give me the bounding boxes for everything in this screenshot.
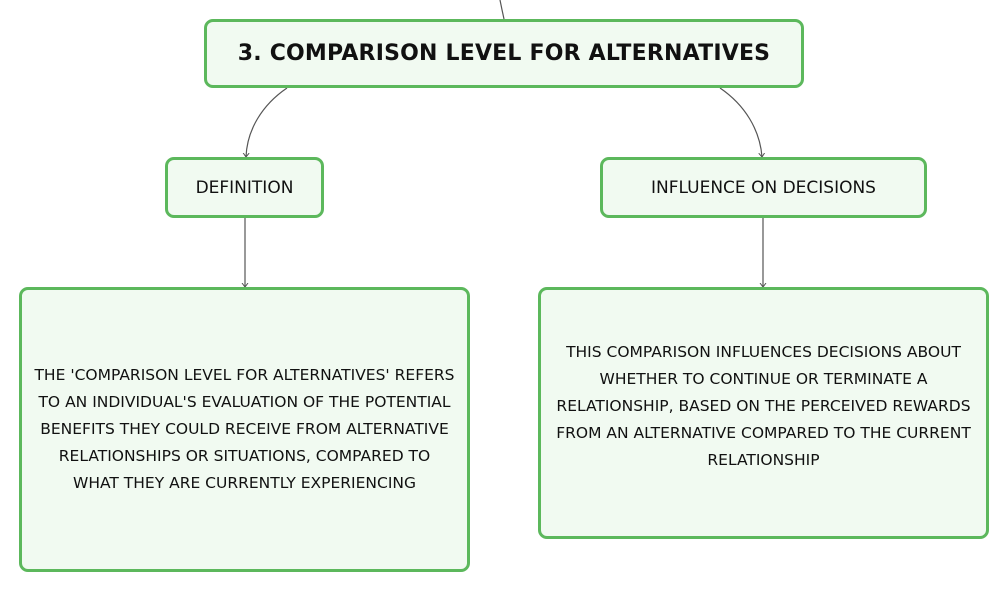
root-topic-label: 3. COMPARISON LEVEL FOR ALTERNATIVES <box>237 41 771 66</box>
connector-root-to-definition <box>246 87 288 157</box>
definition-detail-text: THE 'COMPARISON LEVEL FOR ALTERNATIVES' … <box>34 366 455 492</box>
influence-on-decisions-topic-node[interactable]: INFLUENCE ON DECISIONS <box>600 157 927 218</box>
influence-topic-label: INFLUENCE ON DECISIONS <box>651 177 876 198</box>
connector-incoming-root <box>499 0 505 20</box>
connector-root-to-influence <box>719 87 762 157</box>
definition-topic-label: DEFINITION <box>195 177 294 198</box>
influence-detail-node[interactable]: THIS COMPARISON INFLUENCES DECISIONS ABO… <box>538 287 989 539</box>
definition-detail-node[interactable]: THE 'COMPARISON LEVEL FOR ALTERNATIVES' … <box>19 287 470 572</box>
definition-topic-node[interactable]: DEFINITION <box>165 157 324 218</box>
influence-detail-text: THIS COMPARISON INFLUENCES DECISIONS ABO… <box>556 342 971 469</box>
root-topic-node[interactable]: 3. COMPARISON LEVEL FOR ALTERNATIVES <box>204 19 804 88</box>
